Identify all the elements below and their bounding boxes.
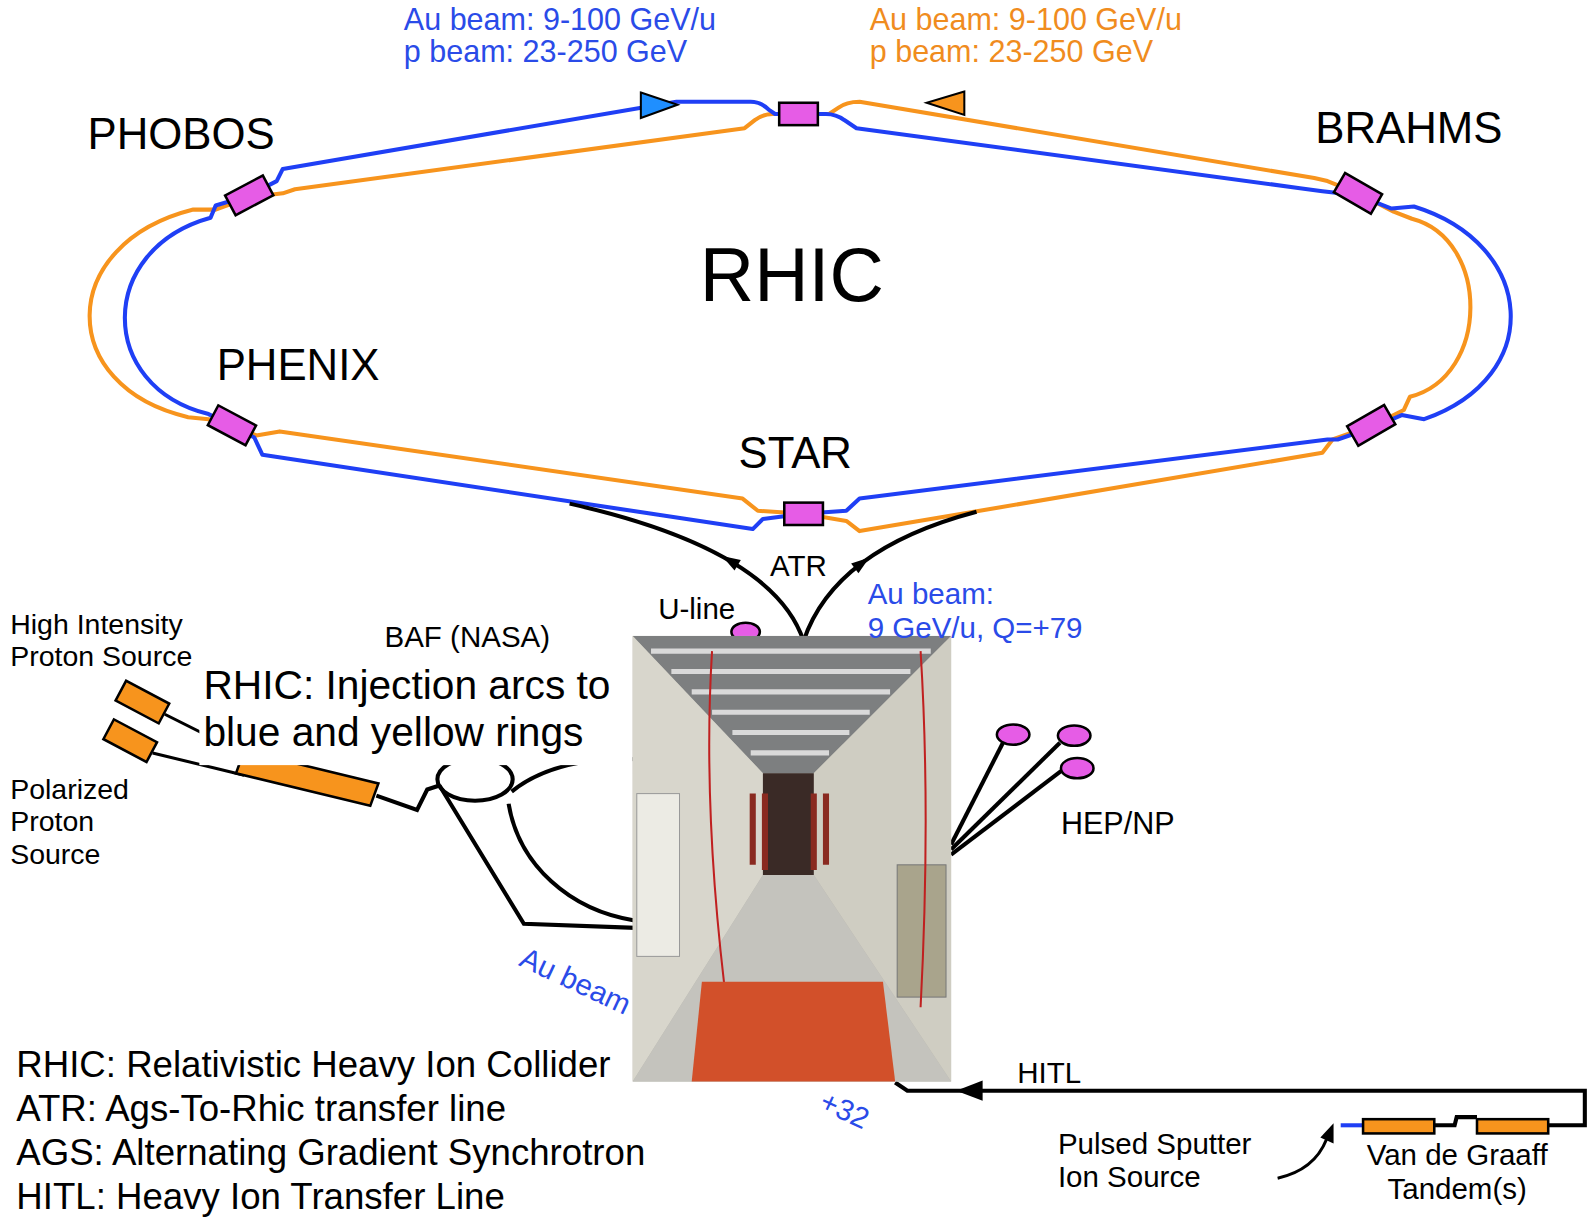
- atr-arrowhead: [851, 557, 869, 573]
- tandem-link: [1434, 1117, 1477, 1125]
- beam-spec: p beam: 23-250 GeV: [870, 35, 1153, 70]
- beam-spec: Au beam: 9-100 GeV/u: [404, 2, 716, 37]
- facility-name: BAF (NASA): [385, 621, 551, 655]
- hep-line: [951, 743, 1060, 850]
- proton-source-label: High Intensity Proton Source: [10, 608, 193, 673]
- hep-target: [1058, 725, 1091, 745]
- proton-source-node: Polarized Proton Source: [10, 724, 196, 874]
- experiment-node: PHOBOS: [87, 109, 290, 221]
- tandem-node: Van de Graaff Tandem(s): [1348, 1112, 1571, 1216]
- tandem-label: Van de Graaff Tandem(s): [1348, 1139, 1567, 1207]
- booster-transfer: [439, 785, 635, 927]
- experiment-node: BRAHMS: [1315, 104, 1513, 221]
- experiment-label: STAR: [739, 428, 852, 478]
- orange-beam-arrow: [927, 92, 965, 115]
- hep-target: [1061, 758, 1094, 778]
- photo-far-end: [763, 773, 814, 875]
- hep-line: [951, 743, 1003, 845]
- abbreviation: ATR: Ags-To-Rhic transfer line: [16, 1088, 506, 1130]
- experiment-box: [225, 175, 273, 215]
- interaction-point: [779, 103, 818, 125]
- experiment-label: PHENIX: [217, 340, 380, 390]
- ags-ring: [509, 804, 636, 921]
- experiment-node: PHENIX: [203, 340, 391, 447]
- source-pointer: [1278, 1140, 1327, 1179]
- facility-name: HEP/NP: [1061, 807, 1175, 842]
- atr-arrowhead: [722, 556, 741, 571]
- photo-cable: [709, 651, 728, 1017]
- source-name: Pulsed Sputter Ion Source: [1058, 1127, 1277, 1195]
- blue-ring: [125, 102, 1511, 529]
- line-name: HITL: [1017, 1056, 1081, 1090]
- blue-beam-arrow: [641, 93, 678, 118]
- experiment-box: [208, 405, 256, 445]
- proton-source-box: [116, 681, 170, 724]
- ring-title: RHIC: [700, 232, 884, 319]
- line-name: ATR: [770, 549, 827, 583]
- beam-spec: p beam: 23-250 GeV: [404, 35, 687, 70]
- beam-spec: 9 GeV/u, Q=+79: [868, 611, 1083, 645]
- abbreviation: RHIC: Relativistic Heavy Ion Collider: [16, 1044, 610, 1086]
- hep-target: [997, 724, 1030, 744]
- photo-cabinet: [637, 794, 680, 957]
- source-pointer-head: [1320, 1123, 1333, 1143]
- tunnel-photo: [633, 636, 951, 1082]
- line-name: U-line: [658, 592, 735, 626]
- proton-source-node: High Intensity Proton Source: [10, 608, 198, 726]
- tandem-box: [1363, 1119, 1434, 1133]
- beam-spec: Au beam: [515, 941, 636, 1022]
- atr-arc: [570, 504, 804, 641]
- hep-line: [951, 771, 1061, 854]
- experiment-box: [784, 503, 823, 525]
- linac-to-booster: [376, 785, 439, 809]
- beam-spec: +32: [815, 1085, 875, 1137]
- proton-source-label: Polarized Proton Source: [10, 773, 191, 871]
- experiment-label: BRAHMS: [1315, 104, 1502, 154]
- experiment-node: STAR: [739, 428, 866, 530]
- photo-magnets: [753, 794, 826, 870]
- experiment-label: PHOBOS: [87, 109, 274, 159]
- photo-ground: [633, 636, 951, 1082]
- ion-source-stub: [1341, 1123, 1363, 1127]
- abbreviation: HITL: Heavy Ion Transfer Line: [16, 1175, 504, 1217]
- experiment-box: [1334, 173, 1382, 214]
- photo-caption: RHIC: Injection arcs to blue and yellow …: [203, 661, 634, 755]
- beam-spec: Au beam:: [868, 578, 994, 612]
- photo-cable: [921, 651, 926, 1007]
- proton-source-box: [103, 719, 157, 762]
- hitl-arrowhead: [956, 1081, 982, 1101]
- abbreviation: AGS: Alternating Gradient Synchrotron: [16, 1131, 645, 1173]
- tandem-box: [1477, 1119, 1548, 1133]
- photo-plate: [692, 982, 895, 1082]
- interaction-point: [1347, 405, 1395, 446]
- beam-spec: Au beam: 9-100 GeV/u: [870, 2, 1182, 37]
